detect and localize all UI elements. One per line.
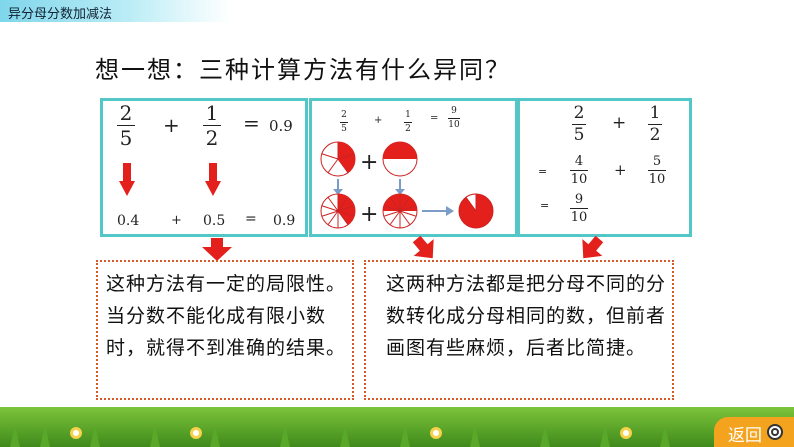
denominator: 10 (570, 172, 588, 187)
fraction: 1 2 (203, 103, 221, 148)
decimal-result: 0.9 (273, 213, 296, 229)
decimal-value: 0.4 (117, 213, 140, 229)
denominator: 5 (573, 125, 585, 145)
equals-sign: = (538, 165, 548, 178)
plus-sign: + (612, 113, 627, 133)
down-arrow-icon (205, 163, 221, 196)
numerator: 5 (652, 154, 662, 169)
plus-sign: + (374, 115, 383, 126)
numerator: 9 (574, 192, 584, 207)
fraction-bar (570, 208, 588, 209)
fraction-bar (648, 170, 666, 171)
callout-text: 这种方法有一定的局限性。当分数不能化成有限小数时，就得不到准确的结果。 (106, 273, 347, 359)
plus-sign: + (360, 202, 378, 227)
fraction: 9 10 (570, 193, 588, 224)
fraction-bar (648, 124, 662, 125)
fraction: 2 5 (572, 105, 586, 144)
denominator: 2 (205, 126, 219, 150)
fraction: 9 10 (448, 107, 460, 130)
fraction: 2 5 (117, 103, 135, 148)
denominator: 2 (405, 124, 411, 134)
method-panel-common-denominator: 2 5 + 1 2 = 4 10 + 5 10 = 9 10 (517, 98, 692, 237)
numerator: 1 (649, 103, 661, 123)
page-title: 异分母分数加减法 (8, 7, 113, 22)
numerator: 1 (405, 110, 411, 120)
fraction-bar (572, 124, 586, 125)
decimal-value: 0.5 (203, 213, 226, 229)
equals-sign: = (245, 211, 257, 227)
fraction: 2 5 (340, 111, 348, 134)
denominator: 2 (649, 125, 661, 145)
denominator: 10 (570, 210, 588, 225)
equals-sign: = (430, 113, 439, 124)
fraction-bar (340, 122, 348, 123)
plus-sign: + (360, 150, 378, 175)
callout-limitation: 这种方法有一定的局限性。当分数不能化成有限小数时，就得不到准确的结果。 (96, 260, 354, 400)
numerator: 2 (119, 101, 133, 125)
flower-icon (430, 427, 442, 439)
flower-icon (190, 427, 202, 439)
decimal-result: 0.9 (269, 117, 293, 135)
plus-sign: + (163, 113, 180, 137)
flower-icon (620, 427, 632, 439)
back-button[interactable]: 返回 (714, 417, 794, 447)
diagonal-arrow-icon (582, 236, 604, 259)
flower-icon (70, 427, 82, 439)
numerator: 2 (341, 110, 347, 120)
numerator: 2 (573, 103, 585, 123)
fraction-bar (570, 170, 588, 171)
numerator: 1 (205, 101, 219, 125)
fraction: 4 10 (570, 155, 588, 186)
fraction-bar (404, 122, 412, 123)
grass-footer-decoration (0, 407, 794, 447)
denominator: 5 (341, 124, 347, 134)
fraction: 1 2 (404, 111, 412, 134)
equals-sign: = (540, 199, 550, 212)
title-bar: 异分母分数加减法 (0, 0, 230, 22)
denominator: 10 (648, 172, 666, 187)
numerator: 4 (574, 154, 584, 169)
question-heading: 想一想：三种计算方法有什么异同？ (95, 56, 511, 84)
denominator: 5 (119, 126, 133, 150)
fraction-bar (203, 125, 221, 126)
denominator: 10 (448, 120, 460, 130)
callout-text: 这两种方法都是把分母不同的分数转化成分母相同的数，但前者画图有些麻烦，后者比简捷… (386, 273, 667, 359)
down-arrow-icon (119, 163, 135, 196)
numerator: 9 (451, 106, 457, 116)
plus-sign: + (614, 161, 627, 179)
method-panel-drawing: 2 5 + 1 2 = 9 10 + (309, 98, 518, 237)
fraction-bar (448, 118, 460, 119)
equals-sign: = (243, 111, 260, 135)
callout-comparison: 这两种方法都是把分母不同的分数转化成分母相同的数，但前者画图有些麻烦，后者比简捷… (364, 260, 674, 400)
magnifier-icon (767, 424, 783, 440)
method-panel-decimal: 2 5 + 1 2 = 0.9 0.4 + 0.5 = 0.9 (100, 98, 308, 237)
plus-sign: + (171, 213, 182, 228)
fraction: 5 10 (648, 155, 666, 186)
down-arrow-icon (202, 238, 232, 261)
back-button-label: 返回 (728, 426, 762, 446)
fraction-bar (117, 125, 135, 126)
fraction: 1 2 (648, 105, 662, 144)
diagonal-arrow-icon (412, 236, 434, 259)
fraction-circle-diagram: + + (320, 141, 494, 229)
